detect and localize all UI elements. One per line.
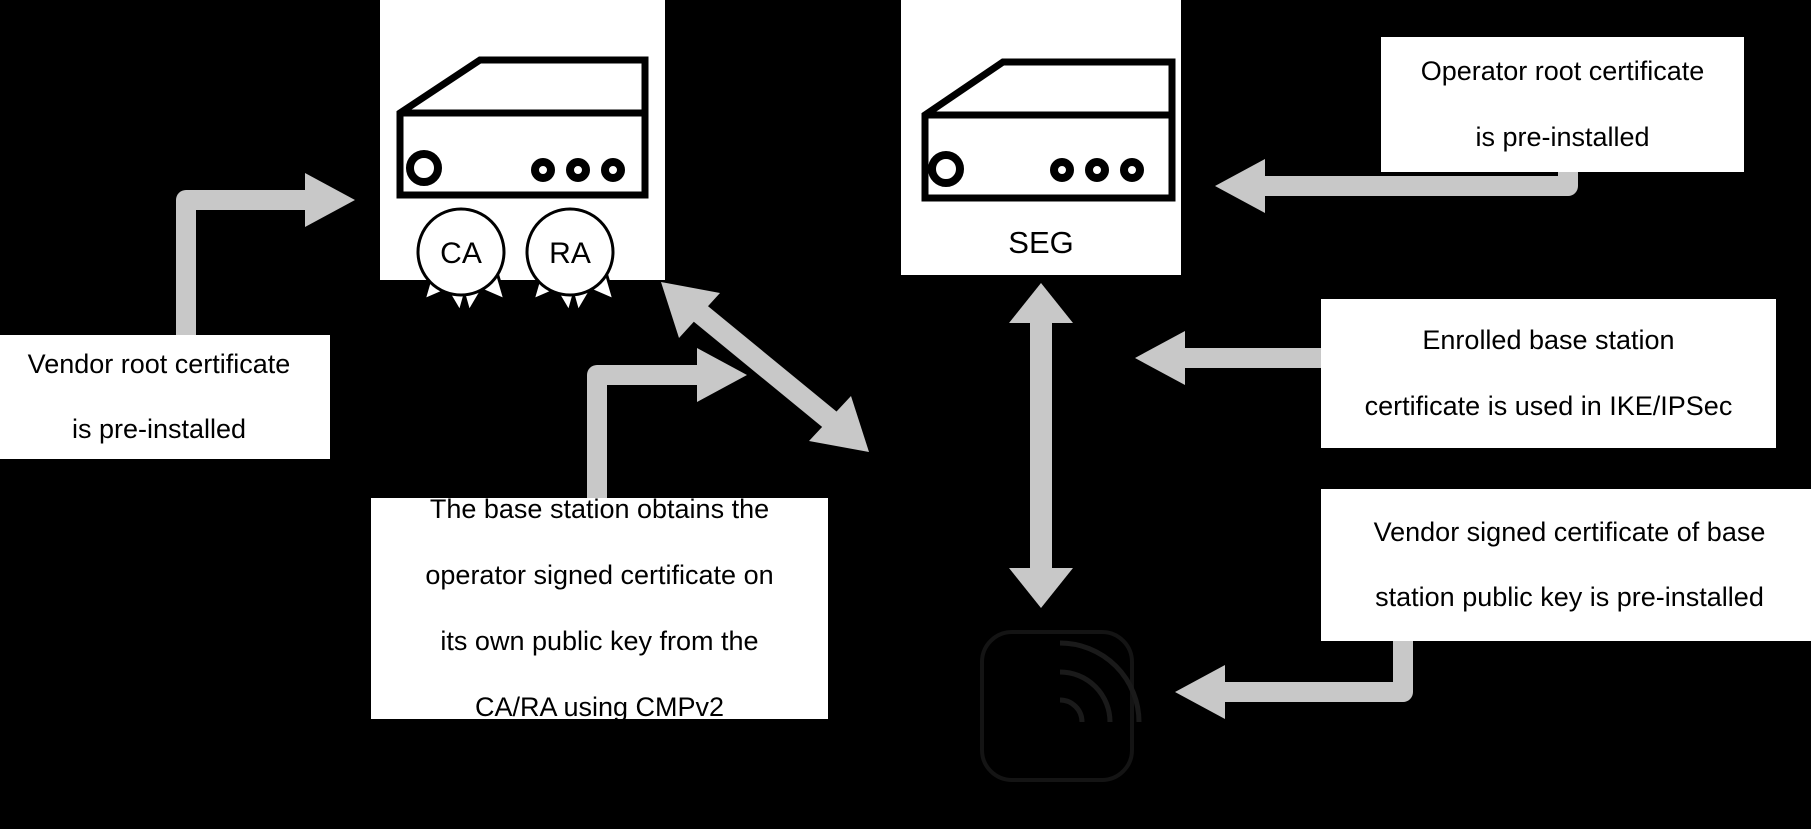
callout-enrolled-certificate-ike-text: Enrolled base station certificate is use… xyxy=(1329,324,1768,423)
callout-line: its own public key from the xyxy=(440,625,759,656)
ra-seal-icon: RA xyxy=(525,207,617,316)
connector-vendor-root-to-base-station xyxy=(176,173,355,390)
connector-operator-root-to-seg xyxy=(1215,159,1578,213)
callout-operator-root-certificate: Operator root certificate is pre-install… xyxy=(1381,37,1744,172)
callout-line: Operator root certificate xyxy=(1420,56,1705,87)
connector-cmpv2-callout-to-link xyxy=(587,348,747,500)
callout-vendor-root-certificate: Vendor root certificate is pre-installed xyxy=(0,335,330,459)
callout-line: is pre-installed xyxy=(1475,121,1650,152)
callout-cmpv2-enrolment: The base station obtains the operator si… xyxy=(371,494,828,722)
connector-enrolled-cert-to-ipsec xyxy=(1135,331,1321,385)
callout-line: station public key is pre-installed xyxy=(1375,582,1764,613)
callout-line: Vendor signed certificate of base xyxy=(1373,516,1766,547)
connector-vendor-signed-cert-to-enb xyxy=(1175,640,1413,719)
ra-seal-label: RA xyxy=(549,237,591,270)
callout-vendor-root-certificate-text: Vendor root certificate is pre-installed xyxy=(0,348,322,447)
callout-line: Vendor root certificate xyxy=(27,348,291,379)
callout-line: operator signed certificate on xyxy=(425,560,774,591)
base-station-icon xyxy=(396,56,649,199)
callout-line: CA/RA using CMPv2 xyxy=(474,691,725,722)
connector-base-station-to-seg-cmpv2 xyxy=(661,282,869,452)
callout-line: is pre-installed xyxy=(71,414,247,445)
callout-operator-root-certificate-text: Operator root certificate is pre-install… xyxy=(1389,55,1736,154)
seg-icon xyxy=(921,58,1176,202)
callout-line: Enrolled base station xyxy=(1422,325,1675,356)
base-station-antenna-icon xyxy=(980,630,1142,782)
callout-vendor-signed-certificate: Vendor signed certificate of base statio… xyxy=(1321,489,1811,641)
callout-cmpv2-enrolment-text: The base station obtains the operator si… xyxy=(379,493,820,724)
ca-seal-icon: CA xyxy=(416,207,508,316)
callout-vendor-signed-certificate-text: Vendor signed certificate of base statio… xyxy=(1329,516,1810,615)
callout-line: The base station obtains the xyxy=(429,494,770,525)
connector-seg-to-enb-ipsec xyxy=(1009,283,1073,608)
seg-label-text: SEG xyxy=(1008,225,1074,260)
ca-seal-label: CA xyxy=(440,237,482,270)
callout-enrolled-certificate-ike: Enrolled base station certificate is use… xyxy=(1321,299,1776,448)
callout-line: certificate is used in IKE/IPSec xyxy=(1364,390,1733,421)
seg-label: SEG xyxy=(901,227,1181,258)
